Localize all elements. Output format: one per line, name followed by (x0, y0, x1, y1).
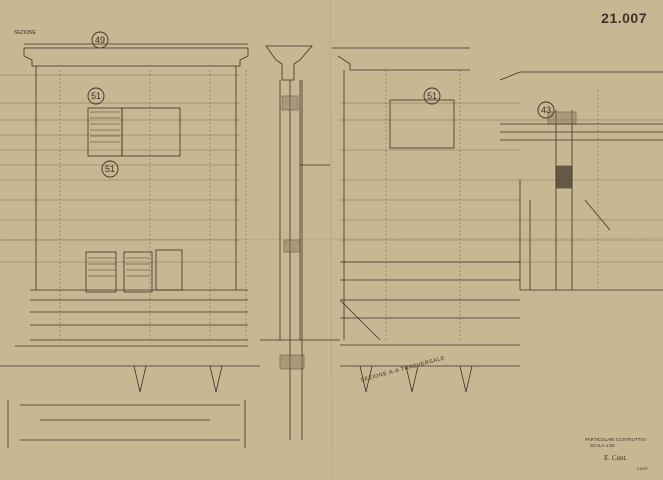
window-hatching (88, 111, 150, 277)
callout-label: 51 (427, 91, 437, 101)
sheet-number: 21.007 (601, 10, 647, 26)
callout-circle (101, 160, 119, 178)
caption-scale: SCALA 1:20 (590, 443, 615, 448)
dimension-lines (59, 70, 599, 340)
callout-markers (87, 31, 555, 178)
level-lines (0, 74, 663, 263)
cornice-detail (499, 71, 663, 291)
callout-circle (91, 31, 109, 49)
signature: E. Cant. (604, 454, 628, 462)
callout-label: 51 (91, 91, 101, 101)
callout-label: 49 (95, 35, 105, 45)
callout-label: 43 (541, 105, 551, 115)
callout-circle (423, 87, 441, 105)
left-facade-elevation (0, 43, 260, 448)
callout-label: 51 (105, 164, 115, 174)
right-facade-elevation (332, 47, 520, 393)
callout-labels: 49 51 51 51 43 (91, 35, 551, 174)
central-wall-section (260, 45, 340, 440)
archive-stamp: 21007 (637, 466, 649, 471)
callout-circle (87, 87, 105, 105)
caption-title: PARTICOLARI COSTRUTTIVI (585, 437, 646, 442)
callout-circle (537, 101, 555, 119)
section-tag: SEZIONE (14, 30, 36, 36)
